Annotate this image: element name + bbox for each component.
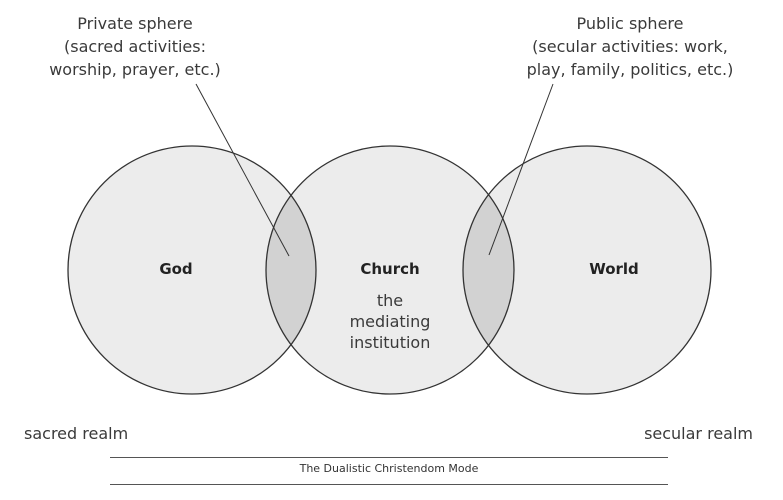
figure-caption: The Dualistic Christendom Mode bbox=[299, 462, 479, 475]
private-sphere-title: Private sphere bbox=[77, 14, 193, 33]
caption-rule-bottom bbox=[110, 484, 668, 485]
public-sphere-callout: Public sphere (secular activities: work,… bbox=[520, 12, 740, 81]
public-sphere-desc-line1: (secular activities: work, bbox=[532, 37, 728, 56]
church-subtitle: the mediating institution bbox=[320, 290, 460, 353]
god-circle bbox=[68, 146, 316, 394]
public-sphere-leader-line bbox=[488, 83, 554, 256]
world-circle bbox=[463, 146, 711, 394]
world-label: World bbox=[589, 260, 639, 278]
church-subtitle-line3: institution bbox=[349, 333, 431, 352]
church-circle bbox=[266, 146, 514, 394]
public-sphere-desc-line2: play, family, politics, etc.) bbox=[526, 60, 734, 79]
private-sphere-leader-line bbox=[195, 83, 290, 257]
church-circle-outline bbox=[265, 145, 515, 395]
church-label: Church bbox=[360, 260, 420, 278]
secular-realm-label: secular realm bbox=[644, 424, 753, 443]
church-subtitle-line1: the bbox=[376, 291, 404, 310]
caption-rule-top bbox=[110, 457, 668, 458]
god-label: God bbox=[159, 260, 193, 278]
church-subtitle-line2: mediating bbox=[349, 312, 431, 331]
world-circle-outline bbox=[462, 145, 712, 395]
public-sphere-title: Public sphere bbox=[576, 14, 684, 33]
private-sphere-desc-line1: (sacred activities: bbox=[63, 37, 206, 56]
god-circle-outline bbox=[67, 145, 317, 395]
private-sphere-callout: Private sphere (sacred activities: worsh… bbox=[30, 12, 240, 81]
private-sphere-desc-line2: worship, prayer, etc.) bbox=[49, 60, 221, 79]
sacred-realm-label: sacred realm bbox=[24, 424, 129, 443]
